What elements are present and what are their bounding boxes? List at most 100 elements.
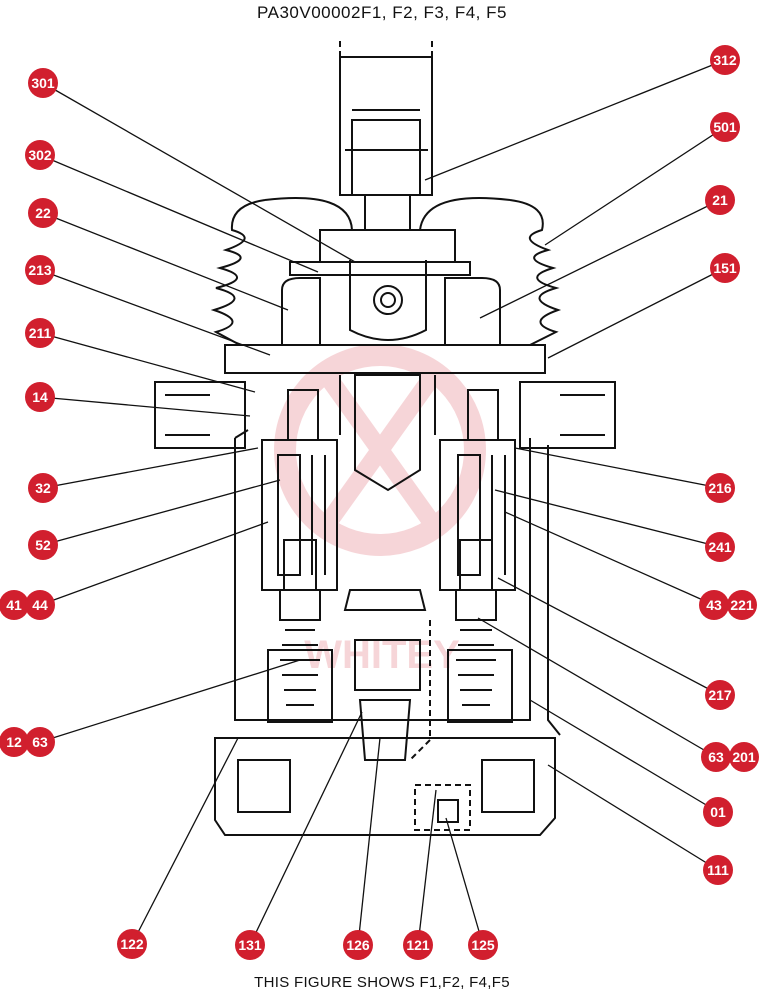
callout-label: 122 — [120, 936, 144, 952]
callout-badge — [468, 930, 498, 960]
callout-label: 21 — [712, 192, 728, 208]
callout-126: 126 — [343, 930, 373, 960]
callout-badge — [25, 382, 55, 412]
callout-label: 302 — [28, 147, 52, 163]
callout-badge — [727, 590, 757, 620]
callout-151: 151 — [710, 253, 740, 283]
callout-32: 32 — [28, 473, 58, 503]
callout-label: 125 — [471, 937, 495, 953]
callout-badge — [705, 532, 735, 562]
callout-badge — [729, 742, 759, 772]
leader-line-01 — [529, 699, 719, 813]
callout-14: 14 — [25, 382, 55, 412]
callout-badge — [28, 68, 58, 98]
watermark: WHITEY — [274, 344, 486, 677]
leader-line-126 — [357, 737, 381, 946]
callout-122: 122 — [117, 929, 147, 959]
leader-line-213 — [39, 269, 271, 356]
callout-131: 131 — [235, 930, 265, 960]
callout-302: 302 — [25, 140, 55, 170]
callout-badge — [25, 255, 55, 285]
callout-badge — [705, 185, 735, 215]
callout-125: 125 — [468, 930, 498, 960]
callout-label: 211 — [29, 325, 52, 341]
callout-63: 63 — [25, 727, 55, 757]
callout-badge — [25, 318, 55, 348]
callout-301: 301 — [28, 68, 58, 98]
leader-line-241 — [494, 489, 721, 548]
callout-01: 01 — [703, 797, 733, 827]
main-body — [234, 438, 531, 721]
callout-badge — [703, 797, 733, 827]
callout-44: 44 — [25, 590, 55, 620]
leader-line-211 — [39, 332, 256, 393]
leader-line-111 — [547, 764, 719, 871]
callout-label: 312 — [713, 52, 737, 68]
boot — [210, 199, 562, 346]
leader-line-151 — [547, 267, 726, 359]
leader-line-131 — [249, 711, 363, 946]
callout-label: 501 — [713, 119, 737, 135]
callout-41: 41 — [0, 590, 29, 620]
callout-badge — [701, 742, 731, 772]
leader-line-122 — [131, 737, 239, 945]
callout-52: 52 — [28, 530, 58, 560]
callout-label: 216 — [708, 480, 732, 496]
callout-216: 216 — [705, 473, 735, 503]
callout-label: 121 — [406, 937, 430, 953]
callout-501: 501 — [710, 112, 740, 142]
callout-217: 217 — [705, 680, 735, 710]
callout-badge — [117, 929, 147, 959]
body-flange-right — [519, 381, 616, 449]
callout-label: 241 — [708, 539, 732, 555]
callout-badge — [28, 198, 58, 228]
callout-241: 241 — [705, 532, 735, 562]
diagram-caption: THIS FIGURE SHOWS F1,F2, F4,F5 — [254, 974, 510, 991]
callout-label: 32 — [35, 480, 51, 496]
leader-line-301 — [42, 82, 356, 263]
callout-312: 312 — [710, 45, 740, 75]
callout-badge — [703, 855, 733, 885]
callout-label: 12 — [6, 734, 22, 750]
callout-label: 151 — [713, 260, 737, 276]
callout-label: 01 — [710, 804, 726, 820]
leader-line-216 — [514, 447, 721, 489]
leader-line-121 — [417, 789, 437, 946]
leader-line-22 — [42, 212, 289, 311]
callout-213: 213 — [25, 255, 55, 285]
callout-label: 213 — [28, 262, 52, 278]
callout-label: 63 — [708, 749, 724, 765]
callout-badge — [25, 590, 55, 620]
callout-badge — [705, 680, 735, 710]
callout-22: 22 — [28, 198, 58, 228]
callout-badge — [710, 253, 740, 283]
valve-drawing — [154, 40, 616, 836]
leader-line-501 — [544, 126, 726, 246]
callout-badge — [25, 140, 55, 170]
callout-43: 43 — [699, 590, 729, 620]
callout-label: 43 — [706, 597, 722, 613]
callout-badge — [403, 930, 433, 960]
leader-line-312 — [424, 59, 726, 181]
callout-label: 221 — [730, 597, 754, 613]
top-shaft — [339, 56, 433, 196]
callout-label: 201 — [732, 749, 756, 765]
leader-line-302 — [39, 154, 319, 273]
callout-label: 131 — [238, 937, 262, 953]
callout-badge — [710, 112, 740, 142]
leader-line-44 — [39, 521, 269, 606]
callout-badge — [710, 45, 740, 75]
leader-line-125 — [445, 817, 484, 946]
callout-badge — [0, 590, 29, 620]
callout-badge — [235, 930, 265, 960]
leader-line-14 — [39, 396, 251, 417]
body-flange-left — [154, 381, 246, 449]
callout-label: 41 — [6, 597, 22, 613]
diagram-title: PA30V00002F1, F2, F3, F4, F5 — [257, 3, 507, 22]
callout-211: 211 — [25, 318, 55, 348]
upper-casing — [281, 277, 321, 346]
callout-badge — [343, 930, 373, 960]
leader-line-52 — [42, 479, 281, 546]
callout-badge — [28, 530, 58, 560]
callout-label: 126 — [346, 937, 370, 953]
